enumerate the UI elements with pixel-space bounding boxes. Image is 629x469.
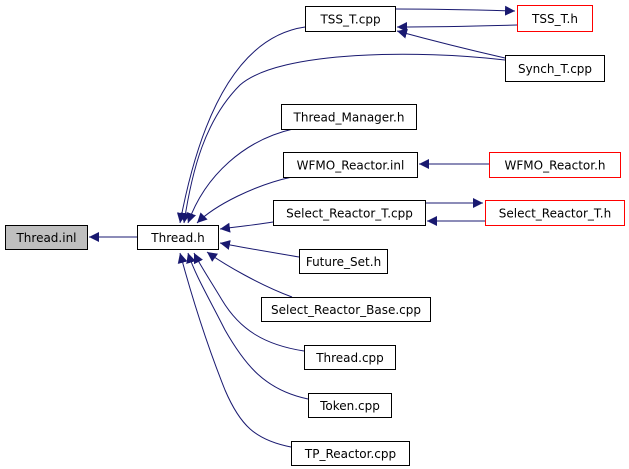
node-box <box>505 55 605 82</box>
node-synch-t-cpp[interactable]: Synch_T.cpp <box>505 55 605 82</box>
node-thread-h[interactable]: Thread.h <box>137 225 219 250</box>
node-label: Thread.inl <box>15 231 76 245</box>
node-tp-reactor-cpp[interactable]: TP_Reactor.cpp <box>291 441 410 466</box>
node-label: Select_Reactor_T.cpp <box>286 207 413 221</box>
node-token-cpp[interactable]: Token.cpp <box>308 393 392 418</box>
node-wfmo-reactor-h[interactable]: WFMO_Reactor.h <box>489 152 621 178</box>
edge-thread-manager-h-to-thread-h <box>186 128 294 224</box>
edge-tss-t-cpp-to-tss-t-h <box>394 5 516 16</box>
edges-layer <box>89 5 518 448</box>
edge-tss-t-cpp-to-thread-h <box>176 26 306 224</box>
node-select-reactor-t-h[interactable]: Select_Reactor_T.h <box>485 200 625 226</box>
node-box <box>5 225 88 250</box>
node-box <box>281 104 417 130</box>
node-box <box>485 200 625 226</box>
node-label: TSS_T.h <box>531 12 578 26</box>
node-box <box>308 393 392 418</box>
node-box <box>489 152 621 178</box>
edge-wfmo-reactor-inl-to-thread-h <box>196 176 293 224</box>
node-wfmo-reactor-inl[interactable]: WFMO_Reactor.inl <box>283 152 418 178</box>
node-box <box>283 152 418 178</box>
node-tss-t-cpp[interactable]: TSS_T.cpp <box>305 6 396 32</box>
node-label: TP_Reactor.cpp <box>304 447 396 461</box>
node-label: Thread_Manager.h <box>293 111 405 125</box>
node-tss-t-h[interactable]: TSS_T.h <box>517 5 593 32</box>
node-label: Select_Reactor_T.h <box>499 207 611 221</box>
node-box <box>137 225 219 250</box>
node-label: Select_Reactor_Base.cpp <box>271 303 421 317</box>
edge-tp-reactor-cpp-to-thread-h <box>177 252 292 448</box>
node-box <box>291 441 410 466</box>
node-label: Synch_T.cpp <box>518 62 592 76</box>
node-label: TSS_T.cpp <box>319 13 380 27</box>
node-label: Future_Set.h <box>306 255 381 269</box>
edge-select-reactor-base-cpp-to-thread-h <box>206 251 293 298</box>
edge-synch-t-cpp-to-tss-t-cpp <box>396 28 506 59</box>
node-label: Thread.h <box>150 231 204 245</box>
node-label: Token.cpp <box>319 399 380 413</box>
edge-synch-t-cpp-to-thread-h <box>180 53 506 224</box>
edge-thread-cpp-to-thread-h <box>193 252 305 352</box>
node-select-reactor-t-cpp[interactable]: Select_Reactor_T.cpp <box>273 200 426 226</box>
node-box <box>304 345 396 370</box>
node-future-set-h[interactable]: Future_Set.h <box>299 249 388 274</box>
node-select-reactor-base-cpp[interactable]: Select_Reactor_Base.cpp <box>261 297 431 322</box>
edge-future-set-h-to-thread-h <box>219 240 300 258</box>
node-label: Thread.cpp <box>315 351 384 365</box>
node-box <box>299 249 388 274</box>
node-thread-manager-h[interactable]: Thread_Manager.h <box>281 104 417 130</box>
node-thread-cpp[interactable]: Thread.cpp <box>304 345 396 370</box>
node-box <box>261 297 431 322</box>
edge-token-cpp-to-thread-h <box>186 252 309 400</box>
node-box <box>517 5 593 32</box>
node-box <box>305 6 396 32</box>
node-label: WFMO_Reactor.inl <box>297 159 405 173</box>
node-box <box>273 200 426 226</box>
edge-select-reactor-t-cpp-to-thread-h <box>219 221 274 233</box>
nodes-layer: Thread.inl Thread.h TSS_T.cpp TSS_T.hSynch_… <box>5 5 625 466</box>
edge-tss-t-h-to-tss-t-cpp <box>396 21 518 32</box>
node-thread-inl: Thread.inl <box>5 225 88 250</box>
node-label: WFMO_Reactor.h <box>505 159 606 173</box>
